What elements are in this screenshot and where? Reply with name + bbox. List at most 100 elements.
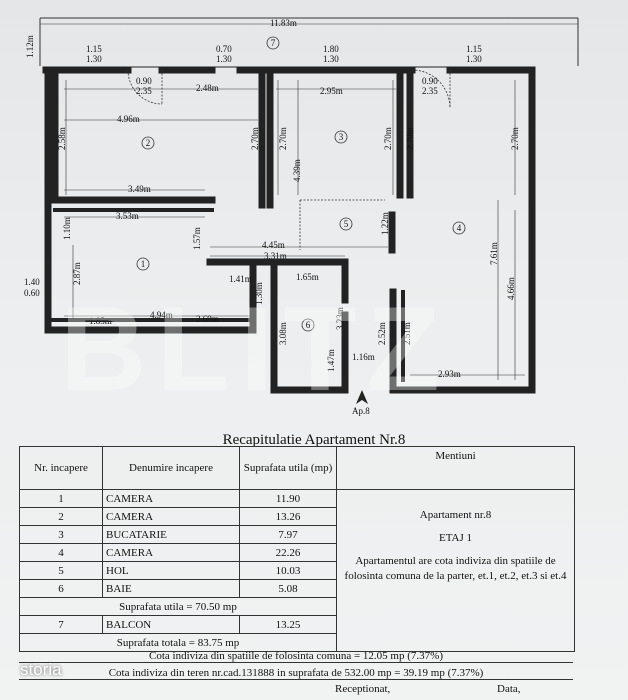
row-area: 7.97 (239, 525, 337, 544)
notes-line-2: ETAJ 1 (438, 532, 473, 544)
room-marker-3: 3 (334, 130, 348, 144)
storia-logo: storia (20, 660, 62, 679)
dim-295: 2.95m (320, 86, 343, 96)
cota-land-line: Cota indiviza din teren nr.cad.131888 in… (19, 667, 573, 680)
dim-door2b: 2.35 (422, 86, 438, 96)
dim-270a: 2.70m (250, 127, 260, 150)
table-row: 3 BUCATARIE 7.97 (19, 525, 575, 544)
table-header-row: Nr. incapere Denumire incapere Suprafata… (19, 446, 575, 490)
dim-761: 7.61m (489, 242, 499, 265)
room-markers: 1 2 3 4 5 6 7 (136, 36, 466, 332)
row-nr: 4 (19, 543, 103, 562)
row-nr: 1 (19, 489, 103, 508)
balcony-name: BALCON (102, 615, 240, 634)
data-label: Data, (497, 683, 521, 695)
table-row: 6 BAIE 5.08 (19, 579, 575, 598)
table-row: 1 CAMERA 11.90 Apartament nr.8 ETAJ 1 Ap… (19, 489, 575, 652)
dim-147: 1.47m (326, 349, 336, 372)
dim-141: 1.41m (229, 274, 252, 284)
dim-251: 2.51m (402, 322, 412, 345)
row-area: 11.90 (239, 489, 337, 508)
dim-130: 1.30m (254, 282, 264, 305)
dim-270b: 2.70m (278, 127, 288, 150)
dim-349: 3.49m (128, 184, 151, 194)
recap-table: Nr. incapere Denumire incapere Suprafata… (19, 446, 575, 652)
row-nr: 2 (19, 507, 103, 526)
header-name: Denumire incapere (102, 446, 240, 490)
row-area: 22.26 (239, 543, 337, 562)
row-area: 10.03 (239, 561, 337, 580)
row-name: BAIE (102, 579, 240, 598)
dim-494: 4.94m (150, 310, 173, 320)
dim-353: 3.53m (116, 211, 139, 221)
header-notes: Mentiuni (336, 446, 575, 490)
dim-h3: 1.30 (323, 54, 339, 64)
balcony-area: 13.25 (239, 615, 337, 634)
room-marker-1: 1 (136, 257, 150, 271)
balcony-nr: 7 (19, 615, 103, 634)
dim-w2: 0.70 (216, 44, 232, 54)
dim-293: 2.93m (438, 369, 461, 379)
totala-row: Suprafata totala = 83.75 mp (19, 633, 575, 652)
room-marker-6: 6 (301, 318, 315, 332)
dim-270d: 2.70m (405, 127, 415, 150)
dim-165: 1.65m (296, 272, 319, 282)
header-nr: Nr. incapere (19, 446, 103, 490)
entry-arrow-icon (356, 390, 368, 404)
notes-line-1: Apartament nr.8 (419, 509, 492, 521)
dim-496: 4.96m (117, 114, 140, 124)
dim-door1a: 0.90 (136, 76, 152, 86)
room-number-1: 1 (141, 259, 146, 269)
room-number-4: 4 (457, 223, 462, 233)
dim-331: 3.31m (264, 251, 287, 261)
floor-plan-drawing: 11.83m 1.12m 1.15 1.30 0.70 1.30 1.80 1.… (24, 17, 579, 416)
room-marker-2: 2 (141, 136, 155, 150)
room-number-2: 2 (146, 138, 151, 148)
row-name: CAMERA (102, 489, 240, 508)
row-area: 13.26 (239, 507, 337, 526)
room-number-3: 3 (339, 132, 344, 142)
row-nr: 5 (19, 561, 103, 580)
row-name: CAMERA (102, 507, 240, 526)
door-swings (127, 69, 451, 250)
dim-122: 1.22m (380, 212, 390, 235)
dim-270c: 2.70m (383, 127, 393, 150)
table-row: 2 CAMERA 13.26 (19, 507, 575, 526)
dim-h1: 1.30 (86, 54, 102, 64)
dim-side-b: 0.60 (24, 288, 40, 298)
dim-466: 4.66m (506, 277, 516, 300)
dim-h2: 1.30 (216, 54, 232, 64)
table-row: 5 HOL 10.03 (19, 561, 575, 580)
receptionat-label: Receptionat, (335, 683, 391, 695)
row-name: CAMERA (102, 543, 240, 562)
dim-269: 2.69m (196, 314, 219, 324)
room-marker-7: 7 (266, 36, 280, 50)
dim-323: 3.23m (335, 307, 345, 330)
dim-door2a: 0.90 (422, 76, 438, 86)
header-area: Suprafata utila (mp) (239, 446, 337, 490)
dim-h4: 1.30 (466, 54, 482, 64)
room-number-6: 6 (306, 320, 311, 330)
dim-w3: 1.80 (323, 44, 339, 54)
watermark-logo: BLITZ (60, 282, 450, 416)
room-marker-5: 5 (339, 217, 353, 231)
dim-116: 1.16m (352, 352, 375, 362)
dim-w4: 1.15 (466, 44, 482, 54)
dim-248: 2.48m (196, 83, 219, 93)
notes-cell: Apartament nr.8 ETAJ 1 Apartamentul are … (336, 489, 575, 652)
surface-utila: Suprafata utila = 70.50 mp (19, 597, 337, 616)
dim-270e: 2.70m (510, 127, 520, 150)
room-marker-4: 4 (452, 221, 466, 235)
dim-308: 3.08m (278, 322, 288, 345)
walls (42, 66, 536, 394)
apartment-entry-label: Ap.8 (352, 406, 370, 416)
notes-line-3: Apartamentul are cota indiviza din spati… (344, 555, 567, 582)
dim-left-height: 1.12m (25, 35, 35, 58)
cota-common-line: Cota indiviza din spatiile de folosinta … (19, 650, 573, 663)
room-number-7: 7 (271, 38, 276, 48)
dim-252: 2.52m (377, 322, 387, 345)
room-number-5: 5 (344, 219, 349, 229)
row-area: 5.08 (239, 579, 337, 598)
recap-title: Recapitulatie Apartament Nr.8 (222, 432, 406, 448)
